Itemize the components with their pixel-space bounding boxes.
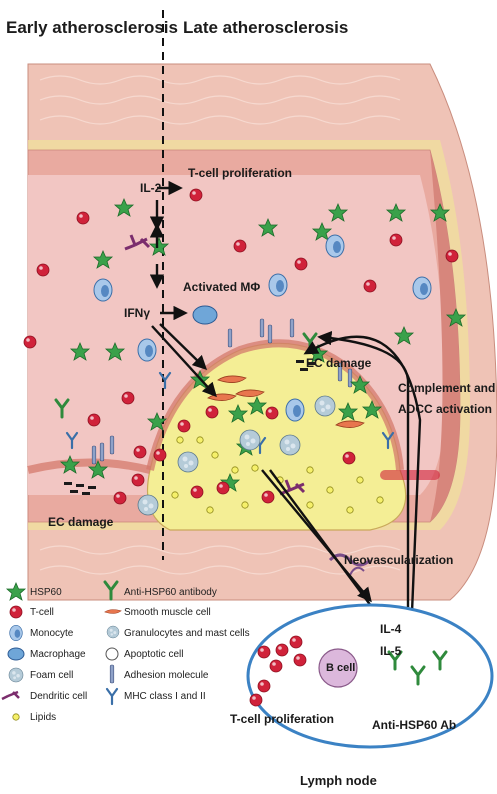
early-header: Early atherosclerosis bbox=[6, 18, 178, 38]
b-cell-label: B cell bbox=[326, 662, 355, 674]
legend-mhc: MHC class I and II bbox=[124, 691, 206, 702]
legend-dendritic-cell: Dendritic cell bbox=[30, 691, 87, 702]
tcell-proliferation-top-label: T-cell proliferation bbox=[188, 166, 292, 180]
legend-hsp60: HSP60 bbox=[30, 587, 62, 598]
activated-macrophage-label: Activated MΦ bbox=[183, 280, 260, 294]
legend-smooth-muscle: Smooth muscle cell bbox=[124, 607, 211, 618]
neovascularization-label: Neovascularization bbox=[344, 553, 453, 567]
legend-granulocytes: Granulocytes and mast cells bbox=[124, 628, 250, 639]
ec-damage-left-label: EC damage bbox=[48, 515, 113, 529]
legend-monocyte: Monocyte bbox=[30, 628, 73, 639]
legend-macrophage: Macrophage bbox=[30, 649, 86, 660]
il5-label: IL-5 bbox=[380, 644, 401, 658]
complement-label-1: Complement and bbox=[398, 381, 495, 395]
lymph-node-label: Lymph node bbox=[300, 773, 377, 788]
legend-adhesion: Adhesion molecule bbox=[124, 670, 209, 681]
ec-damage-mid-label: EC damage bbox=[306, 356, 371, 370]
ifng-label: IFNγ bbox=[124, 306, 150, 320]
il4-label: IL-4 bbox=[380, 622, 401, 636]
legend-apoptotic: Apoptotic cell bbox=[124, 649, 183, 660]
anti-hsp60-ab-label: Anti-HSP60 Ab bbox=[372, 718, 456, 732]
late-header: Late atherosclerosis bbox=[183, 18, 348, 38]
legend-foam-cell: Foam cell bbox=[30, 670, 73, 681]
legend-lipids: Lipids bbox=[30, 712, 56, 723]
il2-label: IL-2 bbox=[140, 181, 161, 195]
legend-tcell: T-cell bbox=[30, 607, 54, 618]
complement-label-2: ADCC activation bbox=[398, 402, 492, 416]
tcell-proliferation-bottom-label: T-cell proliferation bbox=[230, 712, 334, 726]
legend-anti-hsp60: Anti-HSP60 antibody bbox=[124, 587, 217, 598]
